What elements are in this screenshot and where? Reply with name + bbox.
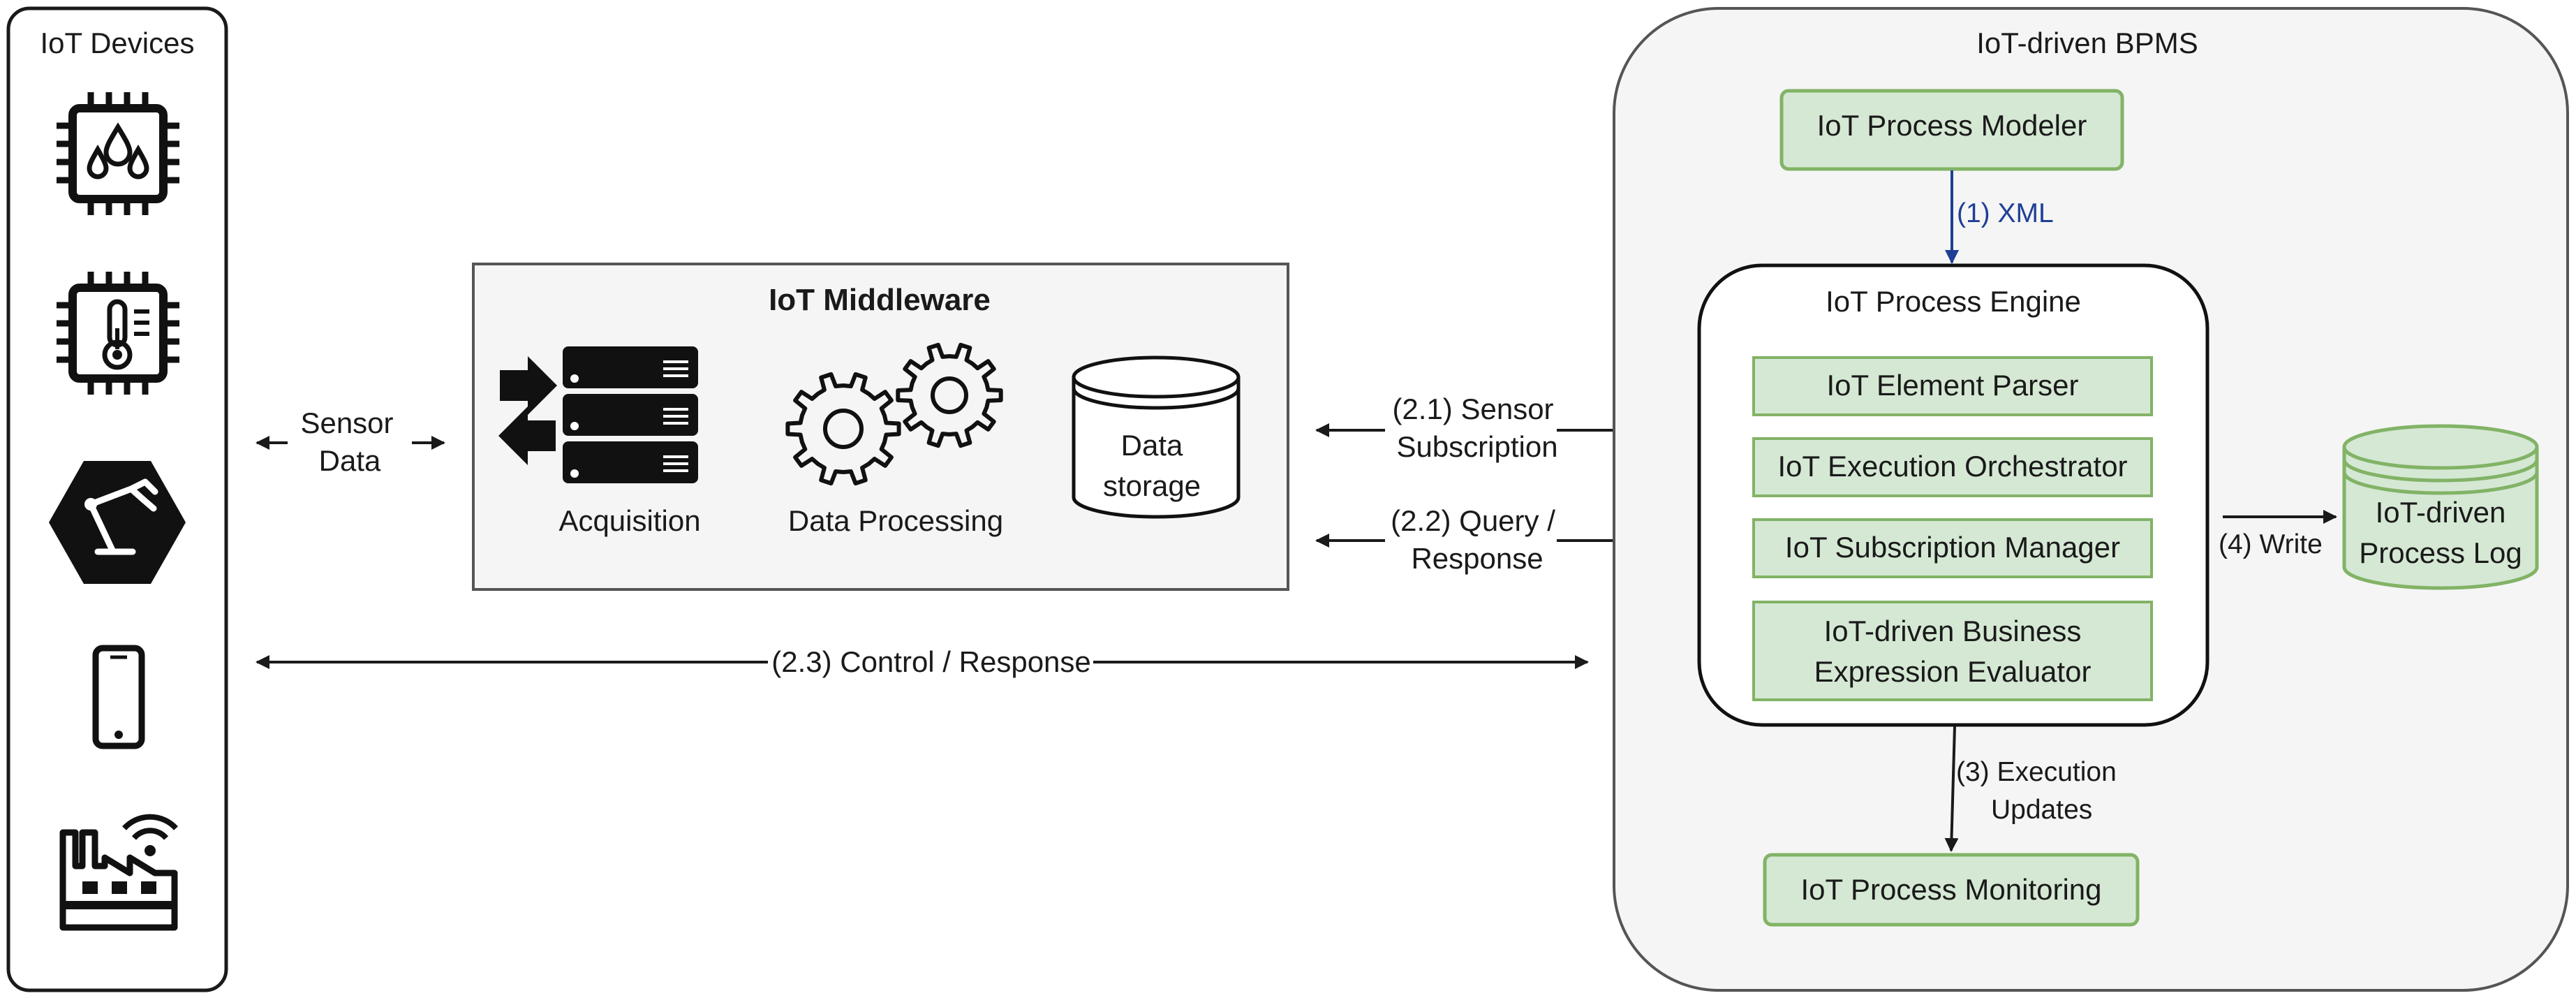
process-log-label-2: Process Log — [2359, 536, 2522, 569]
expression-evaluator-label-2: Expression Evaluator — [1814, 655, 2092, 688]
data-storage-label-2: storage — [1103, 469, 1201, 502]
expression-evaluator-box — [1752, 601, 2153, 701]
subscription-label-1: (2.1) Sensor — [1392, 393, 1553, 425]
iot-devices-panel: IoT Devices — [6, 6, 228, 992]
middleware-title: IoT Middleware — [769, 283, 991, 317]
control-response-link: (2.3) Control / Response — [256, 645, 1589, 678]
execution-orchestrator-label: IoT Execution Orchestrator — [1777, 450, 2127, 483]
subscription-label-2: Subscription — [1396, 430, 1557, 463]
bpms-title: IoT-driven BPMS — [1976, 27, 2198, 59]
process-modeler-box — [1779, 89, 2124, 171]
process-modeler-label: IoT Process Modeler — [1817, 109, 2087, 142]
server-rack-icon — [498, 346, 698, 483]
sensor-subscription-link: (2.1) Sensor Subscription — [1315, 393, 1671, 463]
query-response-link: (2.2) Query / Response — [1315, 504, 1671, 575]
execution-updates-arrow — [1944, 726, 1959, 852]
element-parser-label: IoT Element Parser — [1826, 369, 2078, 402]
acquisition-label: Acquisition — [558, 504, 700, 537]
element-parser-box — [1752, 356, 2153, 416]
query-label-2: Response — [1411, 542, 1543, 575]
process-engine-title: IoT Process Engine — [1826, 285, 2081, 318]
bpms-panel: IoT-driven BPMS IoT Process Modeler (1) … — [1613, 7, 2569, 992]
execution-orchestrator-box — [1752, 437, 2153, 497]
subscription-manager-label: IoT Subscription Manager — [1785, 531, 2120, 564]
process-log-label-1: IoT-driven — [2376, 496, 2506, 529]
data-storage-label-1: Data — [1121, 429, 1183, 462]
process-monitoring-label: IoT Process Monitoring — [1800, 873, 2101, 906]
robotic-arm-icon — [49, 461, 186, 584]
query-label-1: (2.2) Query / — [1391, 504, 1555, 537]
temperature-sensor-chip-icon — [57, 272, 179, 395]
iot-middleware-panel: IoT Middleware Acquisition Data Processi… — [472, 263, 1289, 591]
process-log-cylinder: IoT-driven Process Log — [2342, 424, 2539, 590]
humidity-sensor-chip-icon — [57, 92, 179, 215]
smart-factory-icon — [59, 814, 178, 931]
sensor-data-label-1: Sensor — [300, 406, 393, 439]
execution-label-1: (3) Execution — [1956, 757, 2117, 787]
execution-label-2: Updates — [1991, 795, 2092, 825]
sensor-data-label-2: Data — [319, 444, 381, 477]
gears-icon — [785, 342, 1003, 486]
subscription-manager-box — [1752, 518, 2153, 578]
data-processing-label: Data Processing — [788, 504, 1003, 537]
data-storage-cylinder: Data storage — [1072, 355, 1241, 519]
iot-devices-title: IoT Devices — [40, 27, 195, 59]
process-monitoring-box — [1763, 853, 2140, 927]
xml-label: (1) XML — [1957, 198, 2054, 228]
smartphone-icon — [92, 645, 145, 749]
expression-evaluator-label-1: IoT-driven Business — [1824, 615, 2082, 647]
sensor-data-link: Sensor Data — [256, 406, 445, 477]
control-response-label: (2.3) Control / Response — [771, 645, 1091, 678]
write-label: (4) Write — [2219, 529, 2323, 559]
